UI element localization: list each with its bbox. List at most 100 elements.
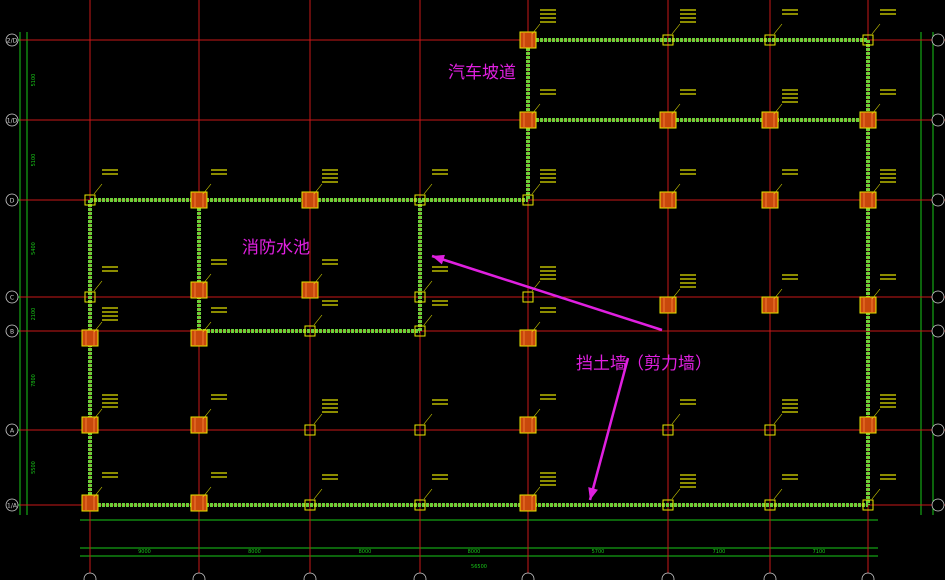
column-large [519,31,537,49]
axis-label-row: 2/D [7,38,18,45]
fire-pool-label: 消防水池 [242,238,310,258]
column-small [862,499,874,511]
axis-label-row: A [10,428,15,435]
leader-line [671,288,681,300]
axis-bubble-row [931,290,945,304]
axis-label-row: 1/A [7,503,18,510]
leader-line [202,321,212,333]
dimension-text-left: 5500 [31,461,37,474]
leader-line [871,103,881,115]
leader-line [202,408,212,420]
column-large [81,416,99,434]
axis-bubble-row [931,423,945,437]
axis-bubble-column [521,572,535,580]
leader-line [531,321,541,333]
column-large [301,191,319,209]
column-small [764,34,776,46]
column-large [659,296,677,314]
dimension-text: 7100 [713,549,726,555]
leader-line [531,23,541,35]
dimension-text-left: 5400 [31,242,37,255]
pointer-arrow-head [432,254,445,265]
pointer-arrow-head [588,487,598,500]
dimension-text: 9000 [138,549,151,555]
column-large [519,111,537,129]
column-small [414,325,426,337]
column-large [659,191,677,209]
leader-line [773,23,783,35]
leader-line [93,280,103,292]
dimension-text: 5700 [592,549,605,555]
leader-line [531,183,541,195]
column-small [304,325,316,337]
axis-label-row: 1/D [7,118,18,125]
column-large [761,111,779,129]
leader-line [531,103,541,115]
dimension-text-left: 2100 [31,308,37,321]
leader-line [671,183,681,195]
leader-line [93,486,103,498]
leader-line [313,488,323,500]
column-large [519,416,537,434]
leader-line [871,183,881,195]
axis-bubble-row [5,423,19,437]
column-small [414,499,426,511]
axis-bubble-column [192,572,206,580]
axis-label-row: D [10,198,15,205]
dimension-text-left: 7800 [31,374,37,387]
leader-line [871,23,881,35]
column-small [764,499,776,511]
leader-line [671,488,681,500]
column-large [761,191,779,209]
leader-line [423,488,433,500]
leader-line [313,413,323,425]
leader-line [773,413,783,425]
axis-bubble-row [5,324,19,338]
axis-bubble-row [5,33,19,47]
leader-line [871,408,881,420]
leader-line [93,183,103,195]
column-small [304,499,316,511]
column-large [81,329,99,347]
leader-line [313,183,323,195]
column-small [662,499,674,511]
axis-label-row: C [10,295,14,302]
column-large [859,416,877,434]
column-small [522,291,534,303]
leader-line [871,488,881,500]
leader-line [202,273,212,285]
pointer-arrow [588,357,630,501]
leader-line [423,280,433,292]
axis-bubble-column [413,572,427,580]
leader-line [531,408,541,420]
leader-line [531,486,541,498]
column-large [519,329,537,347]
dimension-text: 8000 [248,549,261,555]
pointer-arrow [431,254,663,332]
axis-bubble-column [303,572,317,580]
column-large [190,281,208,299]
column-small [84,194,96,206]
column-large [190,329,208,347]
axis-bubble-row [931,498,945,512]
axis-bubble-row [5,498,19,512]
leader-line [202,486,212,498]
column-large [859,296,877,314]
leader-line [773,488,783,500]
column-small [414,194,426,206]
column-large [190,191,208,209]
leader-line [423,413,433,425]
column-large [659,111,677,129]
leader-line [423,183,433,195]
column-large [761,296,779,314]
ramp-label: 汽车坡道 [448,63,516,83]
column-small [414,424,426,436]
leader-line [671,413,681,425]
column-small [84,291,96,303]
axis-bubble-row [931,33,945,47]
column-large [519,494,537,512]
axis-bubble-column [861,572,875,580]
column-small [304,424,316,436]
